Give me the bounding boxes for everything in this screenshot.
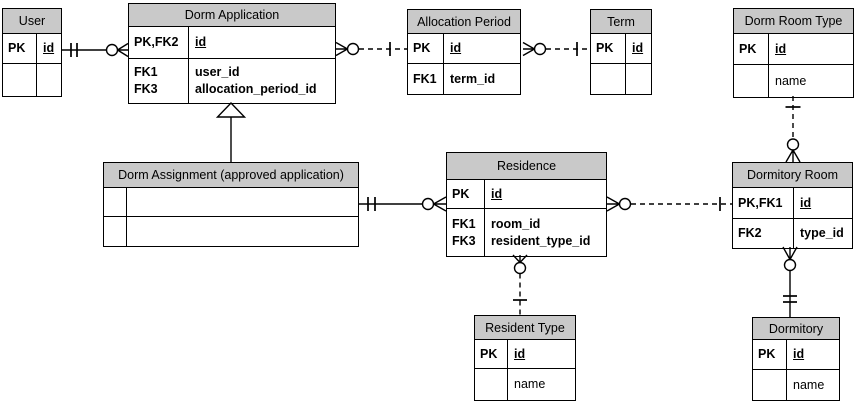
entity-dorm-application: Dorm Application PK,FK2 id FK1 FK3 user_… [128, 3, 336, 104]
entity-allocation-period: Allocation Period PK id FK1 term_id [407, 9, 521, 95]
rel-user-dorm-application [62, 42, 129, 58]
rel-allocation-period-term [522, 41, 590, 57]
key-cell: PK [753, 340, 787, 369]
entity-row: PK id [447, 180, 606, 208]
key-cell: PK [408, 34, 444, 63]
entity-term: Term PK id [590, 9, 652, 95]
entity-row: PK id [591, 34, 651, 63]
attr-cell: name [514, 377, 546, 391]
entity-row [104, 188, 358, 216]
entity-row: PK id [734, 34, 853, 64]
rel-dorm-room-type-dormitory-room [785, 96, 801, 163]
entity-dormitory: Dormitory PK id name [752, 317, 840, 401]
entity-row [591, 63, 651, 94]
key-cell: PK,FK2 [129, 27, 189, 58]
entity-title: Dorm Application [129, 4, 335, 27]
key-cell: PK [475, 340, 508, 368]
attr-cell [37, 64, 61, 96]
entity-row: FK1 term_id [408, 63, 520, 94]
rel-inheritance-dorm-application-dorm-assignment [215, 101, 247, 162]
entity-row: FK1 FK3 user_id allocation_period_id [129, 58, 335, 103]
entity-title: Residence [447, 153, 606, 180]
entity-user: User PK id [2, 8, 62, 97]
rel-residence-resident-type [512, 254, 528, 315]
attr-cell: user_id allocation_period_id [195, 65, 317, 96]
key-cell: PK [3, 34, 37, 63]
attr-cell: id [491, 186, 503, 201]
entity-row: name [753, 369, 839, 400]
key-cell: PK [591, 34, 626, 63]
entity-row [3, 63, 61, 96]
attr-cell: id [800, 195, 812, 210]
key-cell: FK1 FK3 [129, 59, 189, 103]
attr-cell: id [514, 346, 526, 361]
rel-dorm-assignment-residence [359, 196, 447, 212]
entity-row: FK1 FK3 room_id resident_type_id [447, 208, 606, 256]
key-cell [104, 188, 127, 216]
entity-title: Term [591, 10, 651, 34]
key-cell: FK1 [408, 64, 444, 94]
attr-cell: id [450, 41, 462, 55]
key-cell [3, 64, 37, 96]
entity-title: Dormitory [753, 318, 839, 340]
attr-cell: id [775, 41, 787, 56]
attr-cell: id [43, 41, 55, 55]
rel-dormitory-room-dormitory [782, 246, 798, 317]
attr-cell: type_id [800, 226, 844, 240]
entity-title: Dorm Room Type [734, 9, 853, 34]
attr-cell: term_id [450, 71, 496, 86]
attr-cell [127, 217, 358, 246]
key-cell [753, 370, 787, 400]
entity-dorm-room-type: Dorm Room Type PK id name [733, 8, 854, 98]
entity-dorm-assignment: Dorm Assignment (approved application) [103, 162, 359, 247]
key-cell [104, 217, 127, 246]
key-cell [591, 64, 626, 94]
key-cell: FK2 [733, 219, 794, 248]
attr-cell: id [632, 41, 644, 55]
entity-residence: Residence PK id FK1 FK3 room_id resident… [446, 152, 607, 257]
entity-row: PK id [753, 340, 839, 369]
key-cell: PK,FK1 [733, 188, 794, 218]
entity-title: Dormitory Room [733, 163, 852, 188]
entity-row: PK id [3, 34, 61, 63]
entity-row: name [475, 368, 575, 400]
key-cell [475, 369, 508, 400]
rel-dorm-application-allocation-period [335, 41, 407, 57]
entity-row: PK id [475, 340, 575, 368]
attr-cell: id [793, 347, 805, 361]
key-cell [734, 65, 769, 97]
entity-row [104, 216, 358, 246]
entity-dormitory-room: Dormitory Room PK,FK1 id FK2 type_id [732, 162, 853, 249]
key-cell: PK [734, 34, 769, 64]
attr-cell [626, 64, 651, 94]
attr-cell: room_id resident_type_id [491, 216, 591, 248]
key-cell: FK1 FK3 [447, 209, 485, 256]
attr-cell: name [793, 377, 825, 392]
entity-resident-type: Resident Type PK id name [474, 315, 576, 401]
entity-title: Allocation Period [408, 10, 520, 34]
entity-row: name [734, 64, 853, 97]
entity-row: PK id [408, 34, 520, 63]
rel-residence-dormitory-room [606, 196, 732, 212]
attr-cell: id [195, 35, 207, 49]
entity-title: User [3, 9, 61, 34]
attr-cell: name [775, 73, 807, 88]
entity-row: FK2 type_id [733, 218, 852, 248]
entity-title: Dorm Assignment (approved application) [104, 163, 358, 188]
attr-cell [127, 188, 358, 216]
key-cell: PK [447, 180, 485, 208]
entity-row: PK,FK1 id [733, 188, 852, 218]
entity-row: PK,FK2 id [129, 27, 335, 58]
entity-title: Resident Type [475, 316, 575, 340]
